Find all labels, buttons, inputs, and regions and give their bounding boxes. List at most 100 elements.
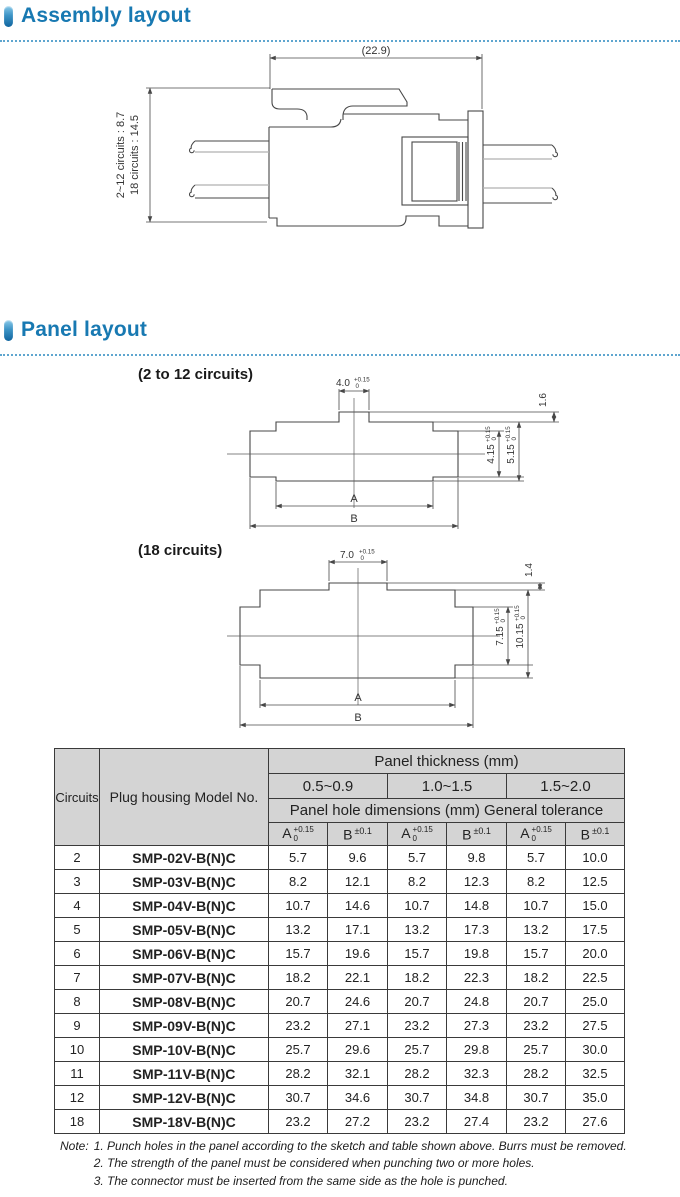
value-cell: 10.7 [268, 893, 328, 918]
col-b-header: B±0.1 [565, 822, 625, 846]
value-cell: 23.2 [268, 1109, 328, 1134]
value-cell: 8.2 [506, 869, 566, 894]
value-cell: 30.7 [387, 1085, 447, 1110]
panel2-outer-height-label: 10.15 [515, 623, 526, 648]
value-cell: 25.7 [268, 1037, 328, 1062]
model-cell: SMP-06V-B(N)C [99, 941, 269, 966]
value-cell: 9.6 [327, 845, 388, 870]
value-cell: 27.5 [565, 1013, 625, 1038]
thickness-range-cell: 1.0~1.5 [387, 773, 507, 799]
dotted-separator [0, 354, 680, 356]
col-b-header: B±0.1 [327, 822, 388, 846]
model-cell: SMP-08V-B(N)C [99, 989, 269, 1014]
value-cell: 22.5 [565, 965, 625, 990]
thickness-range-cell: 1.5~2.0 [506, 773, 625, 799]
hole-dims-header-cell: Panel hole dimensions (mm) General toler… [268, 798, 625, 823]
model-header-cell: Plug housing Model No. [99, 748, 269, 846]
value-cell: 5.7 [506, 845, 566, 870]
svg-text:+0.15: +0.15 [485, 426, 492, 442]
value-cell: 12.5 [565, 869, 625, 894]
circuits-cell: 6 [54, 941, 100, 966]
model-cell: SMP-05V-B(N)C [99, 917, 269, 942]
value-cell: 12.3 [446, 869, 507, 894]
circuits-cell: 11 [54, 1061, 100, 1086]
circuits-cell: 18 [54, 1109, 100, 1134]
circuits-cell: 10 [54, 1037, 100, 1062]
value-cell: 34.6 [327, 1085, 388, 1110]
wires [188, 140, 559, 204]
value-cell: 30.7 [268, 1085, 328, 1110]
panel-hole-table: Circuits Plug housing Model No. Panel th… [54, 748, 625, 1134]
value-cell: 20.7 [387, 989, 447, 1014]
model-cell: SMP-03V-B(N)C [99, 869, 269, 894]
value-cell: 15.0 [565, 893, 625, 918]
panel-section-header: Panel layout [4, 318, 147, 342]
svg-text:+0.15: +0.15 [354, 377, 370, 384]
dotted-separator [0, 40, 680, 42]
panel2-slot-width-label: 7.0 [340, 550, 354, 561]
value-cell: 5.7 [387, 845, 447, 870]
value-cell: 15.7 [387, 941, 447, 966]
panel2-hole-outline [239, 582, 474, 679]
section-bullet-icon [4, 319, 13, 341]
svg-text:0: 0 [520, 616, 527, 620]
value-cell: 8.2 [268, 869, 328, 894]
value-cell: 27.3 [446, 1013, 507, 1038]
model-cell: SMP-10V-B(N)C [99, 1037, 269, 1062]
notes: Note: 1. Punch holes in the panel accord… [60, 1138, 627, 1190]
panel1-drawing-svg: 4.0 +0.15 0 1.6 4.15 +0.15 0 5.15 +0.15 … [227, 377, 559, 529]
svg-text:+0.15: +0.15 [494, 608, 501, 624]
assembly-height-dim-label-1: 2~12 circuits : 8.7 [115, 112, 127, 199]
value-cell: 10.0 [565, 845, 625, 870]
value-cell: 25.7 [387, 1037, 447, 1062]
value-cell: 32.1 [327, 1061, 388, 1086]
value-cell: 10.7 [387, 893, 447, 918]
circuits-header-cell: Circuits [54, 748, 100, 846]
value-cell: 23.2 [506, 1013, 566, 1038]
svg-text:0: 0 [500, 619, 507, 623]
value-cell: 30.7 [506, 1085, 566, 1110]
note-prefix: Note: [60, 1139, 89, 1153]
panel1-dim-b-label: B [350, 513, 357, 525]
value-cell: 9.8 [446, 845, 507, 870]
model-cell: SMP-12V-B(N)C [99, 1085, 269, 1110]
thickness-range-cell: 0.5~0.9 [268, 773, 388, 799]
circuits-cell: 3 [54, 869, 100, 894]
value-cell: 8.2 [387, 869, 447, 894]
value-cell: 27.6 [565, 1109, 625, 1134]
svg-text:0: 0 [361, 555, 365, 562]
value-cell: 23.2 [506, 1109, 566, 1134]
circuits-cell: 4 [54, 893, 100, 918]
value-cell: 17.1 [327, 917, 388, 942]
value-cell: 5.7 [268, 845, 328, 870]
value-cell: 13.2 [506, 917, 566, 942]
value-cell: 15.7 [268, 941, 328, 966]
panel1-slot-width-label: 4.0 [336, 378, 350, 389]
value-cell: 22.3 [446, 965, 507, 990]
model-cell: SMP-18V-B(N)C [99, 1109, 269, 1134]
model-cell: SMP-02V-B(N)C [99, 845, 269, 870]
value-cell: 17.3 [446, 917, 507, 942]
model-cell: SMP-07V-B(N)C [99, 965, 269, 990]
value-cell: 19.8 [446, 941, 507, 966]
value-cell: 14.8 [446, 893, 507, 918]
connector-outline [268, 88, 484, 229]
value-cell: 28.2 [506, 1061, 566, 1086]
value-cell: 14.6 [327, 893, 388, 918]
value-cell: 29.6 [327, 1037, 388, 1062]
value-cell: 29.8 [446, 1037, 507, 1062]
value-cell: 23.2 [268, 1013, 328, 1038]
value-cell: 22.1 [327, 965, 388, 990]
